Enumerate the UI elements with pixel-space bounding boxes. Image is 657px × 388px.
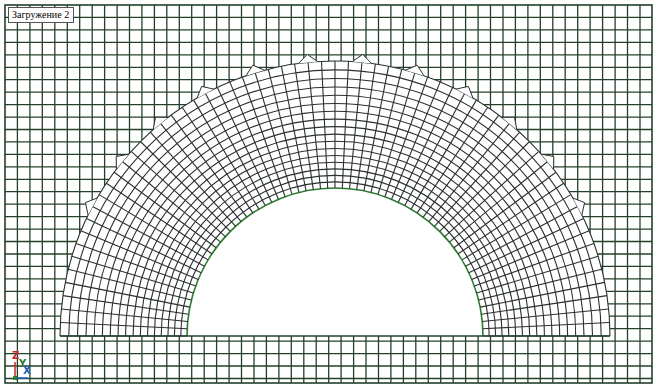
- transition-tooth: [406, 65, 424, 76]
- radial-line: [76, 243, 196, 286]
- radial-line: [141, 142, 231, 232]
- transition-tooth: [502, 117, 517, 130]
- radial-line: [106, 183, 212, 254]
- radial-line: [423, 115, 499, 217]
- axis-letter: Z: [12, 351, 19, 361]
- radial-line: [480, 282, 605, 307]
- radial-line: [474, 243, 594, 286]
- radial-line: [429, 123, 510, 221]
- load-case-title: Загружение 2: [12, 9, 70, 21]
- transition-tooth: [573, 198, 585, 215]
- transition-tooth: [116, 154, 129, 169]
- radial-line: [466, 206, 578, 266]
- radial-line: [440, 142, 530, 232]
- grid-line: [54, 5, 55, 383]
- radial-line: [122, 162, 220, 243]
- radial-line: [131, 151, 225, 236]
- radial-line: [205, 94, 265, 206]
- grid-line: [614, 5, 615, 383]
- grid-line: [5, 378, 652, 379]
- grid-line: [639, 5, 640, 383]
- grid-line: [627, 5, 628, 383]
- grid-line: [5, 365, 652, 366]
- grid-frame: [5, 5, 652, 383]
- radial-line: [114, 172, 216, 248]
- radial-line: [482, 309, 608, 322]
- radial-line: [378, 73, 415, 195]
- radial-line: [171, 115, 247, 217]
- base-line: [60, 335, 610, 336]
- transition-tooth: [85, 198, 97, 215]
- transition-tooth: [456, 86, 473, 98]
- grid-line: [5, 17, 652, 18]
- load-case-box: Загружение 2: [8, 7, 74, 23]
- radial-line: [385, 77, 428, 197]
- radial-line: [342, 61, 348, 188]
- grid-line: [5, 42, 652, 43]
- radial-line: [99, 195, 208, 260]
- radial-line: [60, 323, 187, 329]
- transition-tooth: [299, 54, 318, 63]
- radial-line: [182, 107, 253, 213]
- radial-line: [81, 231, 198, 280]
- grid-line: [29, 5, 30, 383]
- axis-arrow: [14, 362, 16, 378]
- radial-line: [72, 256, 194, 293]
- ring-line: [60, 61, 610, 336]
- radial-line: [472, 231, 589, 280]
- grid-line: [5, 340, 652, 341]
- grid-line: [5, 353, 652, 354]
- radial-line: [357, 64, 376, 190]
- radial-line: [454, 172, 556, 248]
- grid-line: [42, 5, 43, 383]
- radial-line: [392, 82, 441, 199]
- radial-line: [417, 107, 488, 213]
- arch-mesh: [60, 54, 610, 336]
- radial-line: [63, 296, 189, 315]
- radial-line: [434, 132, 519, 226]
- axis-origin: [13, 376, 17, 380]
- radial-line: [445, 151, 539, 236]
- radial-line: [281, 66, 306, 191]
- transition-tooth: [541, 154, 554, 169]
- grid-line: [5, 29, 652, 30]
- radial-line: [334, 61, 335, 188]
- grid-line: [5, 54, 652, 55]
- radial-line: [322, 61, 328, 188]
- radial-line: [483, 323, 610, 329]
- transition-tooth: [197, 86, 214, 98]
- radial-line: [230, 82, 279, 199]
- transition-tooth: [153, 117, 168, 130]
- radial-line: [242, 77, 285, 197]
- radial-line: [469, 218, 584, 272]
- grid-line: [17, 5, 18, 383]
- radial-line: [458, 183, 564, 254]
- radial-line: [150, 132, 235, 226]
- transition-tooth: [352, 54, 371, 63]
- radial-line: [217, 87, 271, 202]
- radial-line: [411, 100, 476, 209]
- rect-grid: [5, 5, 652, 383]
- arch-ground: [60, 61, 610, 336]
- transition-tooth: [246, 65, 264, 76]
- axis-letter: X: [23, 366, 31, 376]
- radial-line: [308, 62, 321, 188]
